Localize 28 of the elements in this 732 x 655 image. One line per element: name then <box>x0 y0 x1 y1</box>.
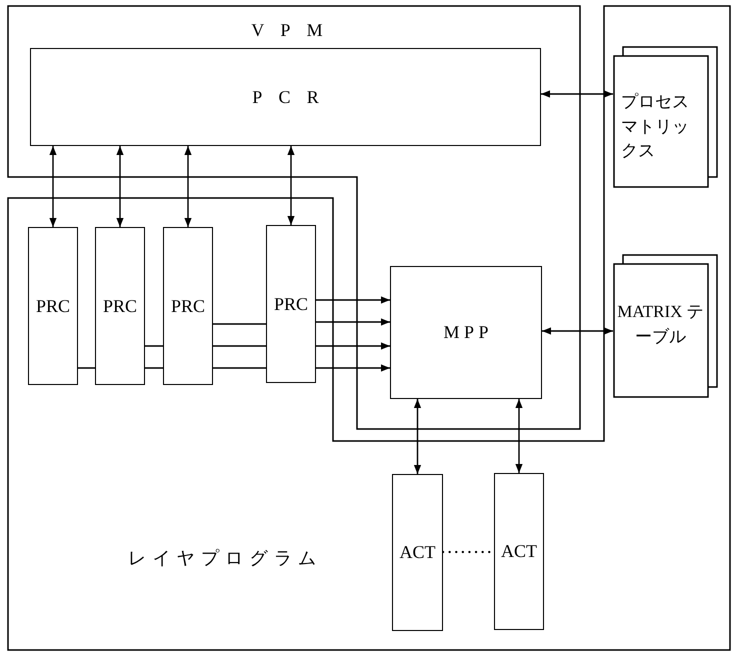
processor-box: MPP <box>390 266 542 399</box>
double-arrow <box>542 327 613 335</box>
region-title: VPM <box>250 20 340 41</box>
dotted-line <box>213 323 266 325</box>
dotted-line <box>78 367 95 369</box>
arrow <box>316 318 390 326</box>
dotted-line <box>213 367 266 369</box>
action-box: ACT <box>392 474 443 631</box>
double-arrow <box>541 90 613 98</box>
double-arrow <box>287 146 295 225</box>
register-box: PCR <box>30 48 541 146</box>
action-box: ACT <box>494 473 544 630</box>
process-box: PRC <box>163 227 213 385</box>
double-arrow <box>184 146 192 227</box>
arrow <box>316 296 390 304</box>
double-arrow <box>116 146 124 227</box>
arrow <box>316 342 390 350</box>
process-box: PRC <box>28 227 78 385</box>
arrow <box>316 364 390 372</box>
double-arrow <box>515 399 523 473</box>
region-label: レイヤプログラム <box>128 547 322 570</box>
double-arrow <box>414 399 422 474</box>
process-box: PRC <box>95 227 145 385</box>
process-box: PRC <box>266 225 316 383</box>
dotted-line <box>145 345 163 347</box>
dotted-line <box>213 345 266 347</box>
dotted-line <box>145 367 163 369</box>
double-arrow <box>49 146 57 227</box>
